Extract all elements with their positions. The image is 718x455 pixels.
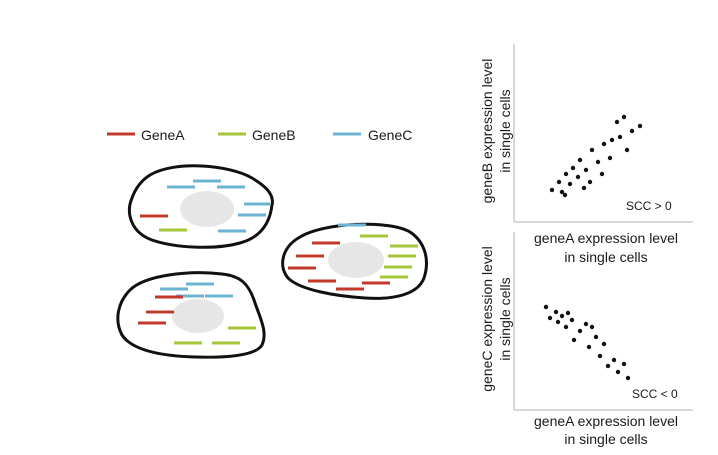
scatter-top-points xyxy=(549,114,643,198)
cell-3 xyxy=(116,271,266,359)
scatter-top-xlabel-2: in single cells xyxy=(564,249,647,265)
scatter-top-point xyxy=(567,181,573,187)
scatter-bottom-point xyxy=(559,313,565,319)
scatter-bottom-point xyxy=(565,310,571,316)
scatter-top-annotation: SCC > 0 xyxy=(626,199,672,213)
scatter-bottom-point xyxy=(597,353,603,359)
scatter-top-point xyxy=(570,165,576,171)
scatter-bottom-point xyxy=(547,315,553,321)
scatter-bottom-point xyxy=(593,334,599,340)
scatter-top-point xyxy=(624,147,630,153)
legend-label-genec: GeneC xyxy=(368,127,412,143)
scatter-bottom-xlabel-1: geneA expression level xyxy=(534,413,678,429)
scatter-bottom-point xyxy=(553,309,559,315)
scatter-bottom-point xyxy=(589,324,595,330)
scatter-bottom-point xyxy=(601,341,607,347)
scatter-bottom-point xyxy=(583,321,589,327)
cell-1-transcripts xyxy=(140,179,270,233)
scatter-top-point xyxy=(549,187,555,193)
scatter-bottom-point xyxy=(571,337,577,343)
scatter-bottom-point xyxy=(555,319,561,325)
scatter-bottom-point xyxy=(577,328,583,334)
scatter-top-point xyxy=(614,119,620,125)
scatter-top-point xyxy=(581,185,587,191)
scatter-top-xlabel-1: geneA expression level xyxy=(534,230,678,246)
scatter-bottom-point xyxy=(543,304,549,310)
cell-3-nucleus xyxy=(172,299,224,333)
scatter-top: geneB expression level in single cells g… xyxy=(479,44,693,265)
scatter-bottom-annotation: SCC < 0 xyxy=(632,387,678,401)
scatter-top-point xyxy=(556,179,562,185)
scatter-top-point xyxy=(621,114,627,120)
scatter-top-point xyxy=(562,192,568,198)
cell-2 xyxy=(281,222,428,300)
scatter-top-point xyxy=(599,171,605,177)
legend-label-genea: GeneA xyxy=(141,127,185,143)
scatter-bottom-point xyxy=(615,369,621,375)
legend: GeneA GeneB GeneC xyxy=(107,127,412,143)
scatter-bottom-point xyxy=(605,363,611,369)
scatter-top-point xyxy=(609,137,615,143)
scatter-top-point xyxy=(575,174,581,180)
scatter-top-point xyxy=(587,179,593,185)
scatter-top-point xyxy=(589,147,595,153)
scatter-top-point xyxy=(583,167,589,173)
scatter-bottom-point xyxy=(586,344,592,350)
scatter-top-point xyxy=(637,123,643,129)
cell-3-transcripts xyxy=(138,282,256,345)
legend-label-geneb: GeneB xyxy=(252,127,296,143)
scatter-bottom-point xyxy=(611,357,617,363)
scatter-bottom-point xyxy=(621,361,627,367)
scatter-bottom-ylabel-2: in single cells xyxy=(497,277,513,360)
scatter-bottom: geneC expression level in single cells g… xyxy=(479,232,693,447)
scatter-bottom-point xyxy=(569,317,575,323)
cell-1 xyxy=(128,164,274,249)
scatter-top-point xyxy=(595,159,601,165)
cell-2-nucleus xyxy=(328,242,384,278)
scatter-bottom-ylabel-1: geneC expression level xyxy=(479,246,495,392)
scatter-top-ylabel-1: geneB expression level xyxy=(479,59,495,204)
scatter-bottom-points xyxy=(543,304,631,381)
scatter-bottom-xlabel-2: in single cells xyxy=(564,431,647,447)
scatter-bottom-point xyxy=(625,375,631,381)
scatter-top-point xyxy=(559,189,565,195)
scatter-top-ylabel-2: in single cells xyxy=(497,89,513,172)
scatter-top-point xyxy=(629,128,635,134)
scatter-top-point xyxy=(563,171,569,177)
cell-1-nucleus xyxy=(180,191,234,227)
scatter-top-point xyxy=(617,134,623,140)
cell-2-transcripts xyxy=(288,223,418,291)
scatter-bottom-point xyxy=(563,324,569,330)
scatter-top-point xyxy=(601,141,607,147)
scatter-top-point xyxy=(607,155,613,161)
scatter-top-point xyxy=(577,157,583,163)
